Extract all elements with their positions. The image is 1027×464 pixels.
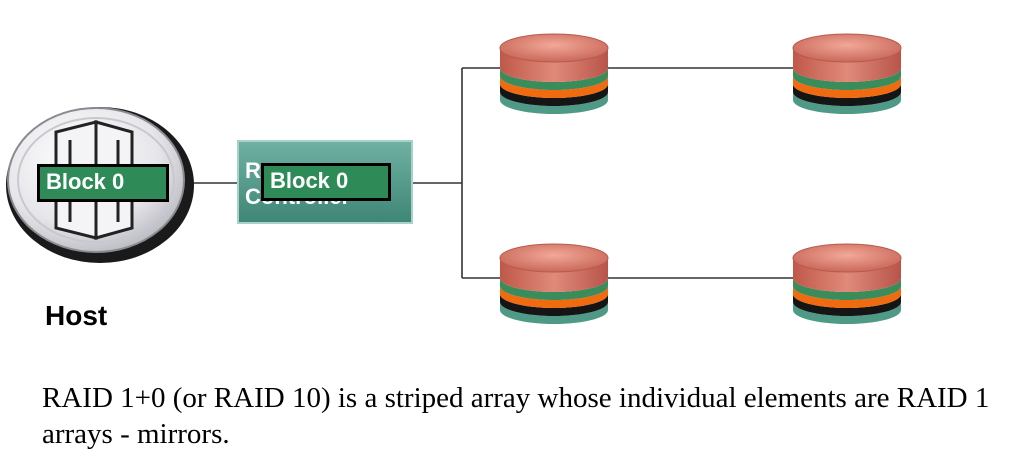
host-label: Host (45, 300, 108, 331)
host-block-label: Block 0 (37, 164, 169, 202)
disk-bottom-left-icon (499, 243, 609, 324)
controller-block-label: Block 0 (261, 163, 391, 201)
controller-label-line1: R (245, 158, 261, 183)
disk-top-right-icon (792, 33, 902, 114)
caption-text: RAID 1+0 (or RAID 10) is a striped array… (42, 382, 990, 450)
disk-group (499, 33, 902, 324)
disk-top-left-icon (499, 33, 609, 114)
connection-lines (188, 67, 793, 279)
disk-bottom-right-icon (792, 243, 902, 324)
